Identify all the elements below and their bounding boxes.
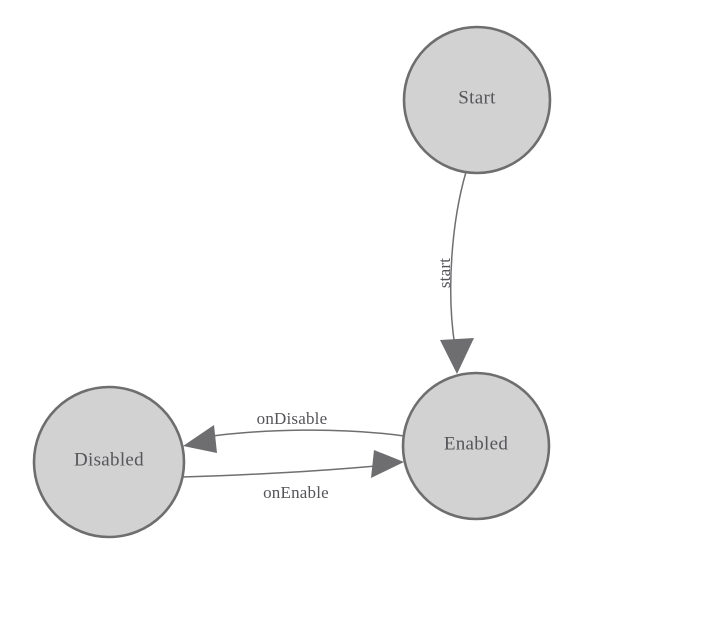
edge-enabled-to-disabled-label: onDisable [257,409,328,428]
edge-disabled-to-enabled-path [181,465,377,478]
node-disabled-label: Disabled [74,449,144,470]
edge-disabled-to-enabled[interactable]: onEnable [181,450,404,502]
node-disabled[interactable]: Disabled [32,385,186,539]
node-enabled[interactable]: Enabled [401,371,551,521]
edge-disabled-to-enabled-arrowhead-icon [371,450,404,478]
edge-disabled-to-enabled-label: onEnable [263,483,329,502]
edge-start-to-enabled-arrowhead-icon [440,338,474,374]
node-enabled-circle [401,371,551,521]
edge-start-to-enabled-path [450,171,467,348]
edge-enabled-to-disabled[interactable]: onDisable [183,409,405,453]
node-start-label: Start [458,87,496,108]
node-disabled-circle [32,385,186,539]
edge-start-to-enabled[interactable]: start [435,171,474,374]
node-enabled-label: Enabled [444,433,509,454]
node-start[interactable]: Start [402,25,552,175]
node-start-circle [402,25,552,175]
edge-enabled-to-disabled-path [204,429,405,438]
edge-start-to-enabled-label: start [435,258,454,288]
edge-enabled-to-disabled-arrowhead-icon [183,425,217,453]
